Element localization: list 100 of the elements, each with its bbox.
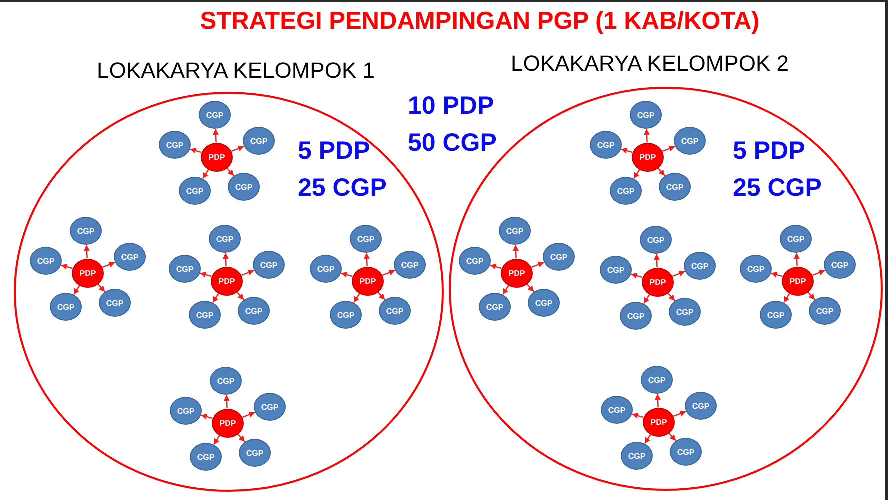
arrow (238, 434, 246, 442)
cgp-ellipse: CGP (610, 177, 642, 205)
pdp-circle: PDP (782, 266, 814, 296)
arrow (771, 272, 783, 278)
cgp-ellipse: CGP (394, 251, 426, 279)
diagram-title: STRATEGI PENDAMPINGAN PGP (1 KAB/KOTA) (200, 8, 760, 36)
count-text: 5 PDP 25 CGP (298, 136, 388, 204)
cgp-ellipse: CGP (620, 302, 652, 330)
cgp-ellipse: CGP (459, 247, 491, 275)
cgp-ellipse: CGP (179, 177, 211, 205)
cgp-ellipse: CGP (239, 439, 271, 467)
arrow (61, 264, 73, 270)
arrow (658, 168, 666, 176)
arrow (224, 394, 230, 409)
group-heading: LOKAKARYA KELOMPOK 1 (97, 58, 375, 83)
arrow (84, 244, 90, 259)
arrow (668, 292, 676, 302)
cgp-ellipse: CGP (528, 289, 560, 317)
arrow (621, 148, 633, 154)
cgp-ellipse: CGP (330, 301, 362, 329)
cgp-ellipse: CGP (630, 101, 662, 129)
arrow (364, 252, 370, 267)
cgp-ellipse: CGP (590, 131, 622, 159)
cgp-ellipse: CGP (114, 243, 146, 271)
group-heading: LOKAKARYA KELOMPOK 2 (511, 51, 789, 76)
arrow (231, 146, 245, 152)
cgp-ellipse: CGP (780, 225, 812, 253)
cgp-ellipse: CGP (199, 101, 231, 129)
pdp-circle: PDP (211, 266, 243, 296)
arrow (812, 270, 826, 276)
arrow (201, 414, 213, 420)
arrow (490, 264, 502, 270)
cgp-ellipse: CGP (50, 293, 82, 321)
cgp-ellipse: CGP (479, 293, 511, 321)
cgp-ellipse: CGP (685, 392, 717, 420)
cgp-ellipse: CGP (170, 397, 202, 425)
arrow (98, 284, 106, 292)
arrow (73, 285, 80, 296)
cgp-ellipse: CGP (621, 442, 653, 470)
count-text: 5 PDP 25 CGP (733, 136, 823, 204)
cgp-ellipse: CGP (243, 127, 275, 155)
arrow (241, 270, 255, 276)
arrow (673, 410, 687, 417)
cgp-ellipse: CGP (670, 438, 702, 466)
cgp-ellipse: CGP (254, 393, 286, 421)
arrow (668, 432, 677, 442)
cgp-ellipse: CGP (824, 251, 856, 279)
cgp-ellipse: CGP (190, 443, 222, 471)
cgp-ellipse: CGP (169, 255, 201, 283)
cgp-ellipse: CGP (99, 289, 131, 317)
cgp-ellipse: CGP (600, 256, 632, 284)
arrow (222, 252, 229, 267)
arrow (631, 273, 643, 279)
arrow (662, 146, 676, 152)
arrow (794, 252, 800, 267)
cgp-ellipse: CGP (659, 173, 691, 201)
arrow (236, 292, 245, 300)
cgp-ellipse: CGP (499, 217, 531, 245)
arrow (808, 292, 816, 300)
cgp-ellipse: CGP (379, 297, 411, 325)
arrow (102, 262, 116, 268)
arrow (633, 169, 640, 180)
count-text: 10 PDP 50 CGP (408, 91, 498, 159)
cgp-ellipse: CGP (159, 131, 191, 159)
cgp-ellipse: CGP (189, 301, 221, 329)
arrow (672, 270, 686, 277)
arrow (200, 272, 212, 278)
cgp-ellipse: CGP (228, 173, 260, 201)
cgp-ellipse: CGP (543, 243, 575, 271)
cgp-ellipse: CGP (601, 396, 633, 424)
arrow (632, 413, 644, 419)
arrow (502, 285, 510, 296)
arrow (341, 272, 353, 278)
cgp-ellipse: CGP (238, 297, 270, 325)
pdp-circle: PDP (72, 258, 104, 288)
pdp-circle: PDP (352, 266, 384, 296)
arrow (353, 293, 360, 304)
arrow (202, 169, 210, 180)
cgp-ellipse: CGP (70, 217, 102, 245)
arrow (382, 270, 396, 276)
cgp-ellipse: CGP (669, 298, 701, 326)
cgp-ellipse: CGP (210, 367, 242, 395)
cgp-ellipse: CGP (253, 251, 285, 279)
pdp-circle: PDP (642, 268, 674, 296)
pdp-circle: PDP (632, 142, 664, 172)
cgp-ellipse: CGP (740, 255, 772, 283)
arrow (644, 128, 650, 143)
cgp-ellipse: CGP (209, 225, 241, 253)
arrow (526, 284, 535, 292)
arrow (654, 394, 661, 408)
arrow (531, 262, 545, 268)
arrow (512, 244, 519, 259)
arrow (378, 292, 386, 300)
arrow (212, 293, 220, 304)
arrow (644, 434, 652, 444)
cgp-ellipse: CGP (30, 247, 62, 275)
cgp-ellipse: CGP (350, 225, 382, 253)
cgp-ellipse: CGP (310, 255, 342, 283)
arrow (226, 168, 235, 176)
cgp-ellipse: CGP (760, 301, 792, 329)
